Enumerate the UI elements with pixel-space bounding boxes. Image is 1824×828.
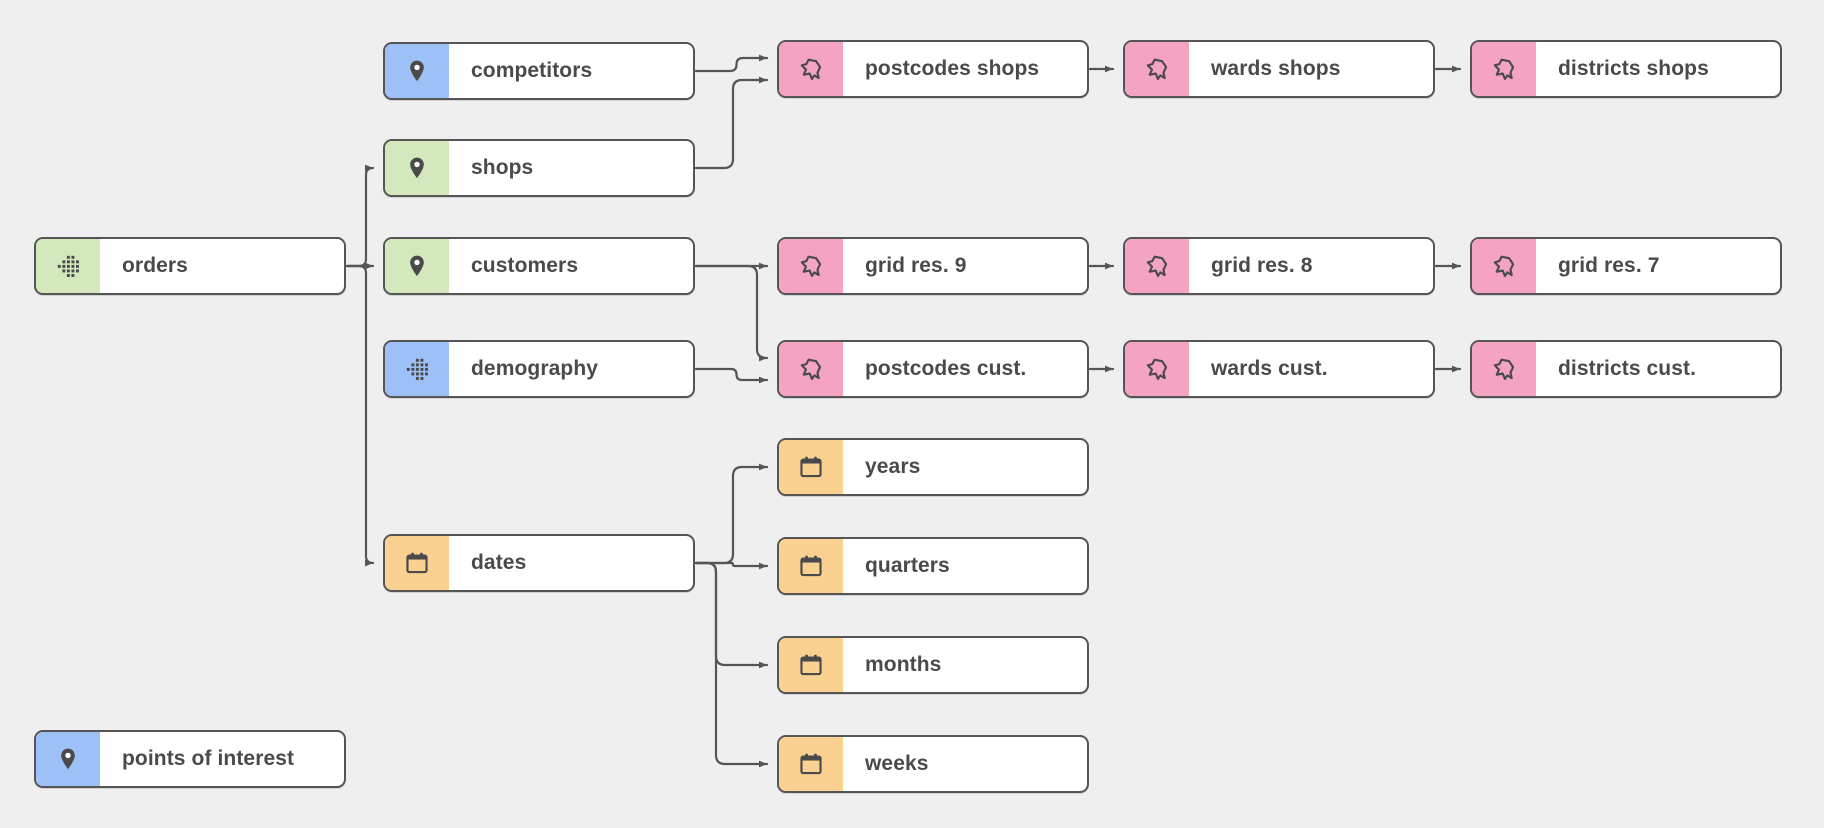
edge-customers-to-postcodes_cust	[694, 264, 769, 362]
map-pin-icon	[36, 732, 100, 786]
node-weeks[interactable]: weeks	[777, 735, 1089, 793]
node-label: demography	[471, 357, 599, 380]
node-dates[interactable]: dates	[383, 534, 695, 592]
node-label: grid res. 8	[1211, 254, 1313, 277]
node-label: years	[865, 455, 921, 478]
calendar-icon	[779, 638, 843, 692]
node-wards_shops[interactable]: wards shops	[1123, 40, 1435, 98]
node-postcodes_shops[interactable]: postcodes shops	[777, 40, 1089, 98]
node-label: grid res. 9	[865, 254, 967, 277]
map-pin-icon	[385, 141, 449, 195]
node-orders[interactable]: orders	[34, 237, 346, 295]
node-label: wards cust.	[1211, 357, 1328, 380]
dot-grid-icon	[36, 239, 100, 293]
node-label: wards shops	[1211, 57, 1341, 80]
polygon-icon	[1125, 342, 1189, 396]
node-wards_cust[interactable]: wards cust.	[1123, 340, 1435, 398]
node-customers[interactable]: customers	[383, 237, 695, 295]
polygon-icon	[1125, 42, 1189, 96]
node-quarters[interactable]: quarters	[777, 537, 1089, 595]
node-label: grid res. 7	[1558, 254, 1660, 277]
node-postcodes_cust[interactable]: postcodes cust.	[777, 340, 1089, 398]
edge-dates-to-weeks	[694, 561, 769, 768]
node-label: districts cust.	[1558, 357, 1697, 380]
node-label: competitors	[471, 59, 593, 82]
node-label: dates	[471, 551, 527, 574]
edge-dates-to-years	[694, 463, 769, 565]
node-demography[interactable]: demography	[383, 340, 695, 398]
edge-demography-to-postcodes_cust	[694, 367, 769, 384]
calendar-icon	[385, 536, 449, 590]
node-label: months	[865, 653, 942, 676]
node-districts_shops[interactable]: districts shops	[1470, 40, 1782, 98]
edge-dates-to-months	[694, 561, 769, 669]
map-pin-icon	[385, 239, 449, 293]
edge-orders-to-dates	[345, 264, 375, 567]
node-grid7[interactable]: grid res. 7	[1470, 237, 1782, 295]
polygon-icon	[1472, 342, 1536, 396]
node-districts_cust[interactable]: districts cust.	[1470, 340, 1782, 398]
node-points[interactable]: points of interest	[34, 730, 346, 788]
calendar-icon	[779, 539, 843, 593]
polygon-icon	[779, 239, 843, 293]
node-label: districts shops	[1558, 57, 1709, 80]
node-label: postcodes cust.	[865, 357, 1027, 380]
dot-grid-icon	[385, 342, 449, 396]
calendar-icon	[779, 440, 843, 494]
node-label: orders	[122, 254, 188, 277]
node-shops[interactable]: shops	[383, 139, 695, 197]
edge-dates-to-quarters	[694, 561, 769, 570]
node-label: weeks	[865, 752, 929, 775]
node-label: postcodes shops	[865, 57, 1040, 80]
edge-competitors-to-postcodes_shops	[694, 54, 769, 73]
node-label: points of interest	[122, 747, 295, 770]
polygon-icon	[779, 42, 843, 96]
node-label: customers	[471, 254, 579, 277]
edge-orders-to-shops	[345, 164, 375, 268]
node-grid8[interactable]: grid res. 8	[1123, 237, 1435, 295]
polygon-icon	[1125, 239, 1189, 293]
polygon-icon	[1472, 239, 1536, 293]
node-competitors[interactable]: competitors	[383, 42, 695, 100]
polygon-icon	[1472, 42, 1536, 96]
node-years[interactable]: years	[777, 438, 1089, 496]
map-pin-icon	[385, 44, 449, 98]
node-label: shops	[471, 156, 534, 179]
node-label: quarters	[865, 554, 950, 577]
calendar-icon	[779, 737, 843, 791]
node-months[interactable]: months	[777, 636, 1089, 694]
edge-shops-to-postcodes_shops	[694, 76, 769, 170]
polygon-icon	[779, 342, 843, 396]
node-grid9[interactable]: grid res. 9	[777, 237, 1089, 295]
